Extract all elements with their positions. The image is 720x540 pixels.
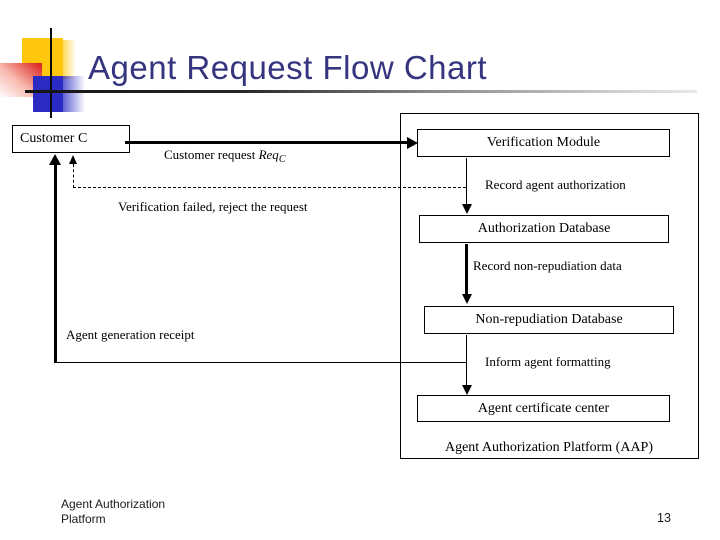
arrowhead-right-icon: [407, 137, 418, 149]
title-underline-rule: [25, 90, 697, 93]
edge-label-agent-generation-receipt: Agent generation receipt: [66, 327, 195, 342]
edge-label-record-non-repudiation: Record non-repudiation data: [473, 258, 622, 273]
arrowhead-up-icon: [49, 154, 61, 165]
footer-text: Agent Authorization Platform: [61, 497, 165, 527]
edge-verification-failed-hline: [73, 187, 466, 188]
footer-line1: Agent Authorization: [61, 497, 166, 511]
edge-label-verification-failed: Verification failed, reject the request: [118, 199, 308, 214]
aap-boundary-rect: [400, 113, 699, 459]
decoration-blue-shadow: [63, 76, 85, 112]
decoration-vertical-line: [50, 28, 52, 118]
decoration-blue-square-icon: [33, 76, 63, 112]
edge-label-customer-request: Customer request ReqC: [164, 147, 285, 165]
edge-customer-request-line: [125, 141, 408, 144]
decoration-yellow-shadow: [63, 40, 76, 79]
page-number: 13: [657, 511, 671, 525]
flow-box-authorization-database: Authorization Database: [419, 215, 669, 243]
edge-label-record-agent-authorization: Record agent authorization: [485, 177, 626, 192]
flow-box-customer: Customer C: [12, 125, 130, 153]
customer-request-variable: Req: [258, 147, 279, 162]
arrowhead-down-icon: [462, 385, 472, 395]
aap-boundary-label: Agent Authorization Platform (AAP): [444, 440, 654, 455]
flow-box-agent-certificate-center: Agent certificate center: [417, 395, 670, 422]
edge-record-authorization-line: [466, 158, 467, 205]
edge-receipt-vline: [54, 165, 57, 363]
arrowhead-down-icon: [462, 204, 472, 214]
edge-label-inform-agent-formatting: Inform agent formatting: [485, 354, 611, 369]
footer-line2: Platform: [61, 512, 106, 526]
page-title: Agent Request Flow Chart: [88, 49, 488, 86]
flow-box-verification-module: Verification Module: [417, 129, 670, 157]
customer-request-text: Customer request: [164, 147, 259, 162]
edge-inform-formatting-line: [466, 335, 467, 386]
edge-record-non-repudiation-line: [465, 244, 468, 295]
arrowhead-down-icon: [462, 294, 472, 304]
flow-box-non-repudiation-database: Non-repudiation Database: [424, 306, 674, 334]
arrowhead-up-dashed-icon: [69, 155, 77, 164]
edge-receipt-hline: [55, 362, 467, 363]
customer-request-subscript: C: [278, 154, 286, 165]
edge-verification-failed-vline: [73, 164, 74, 188]
